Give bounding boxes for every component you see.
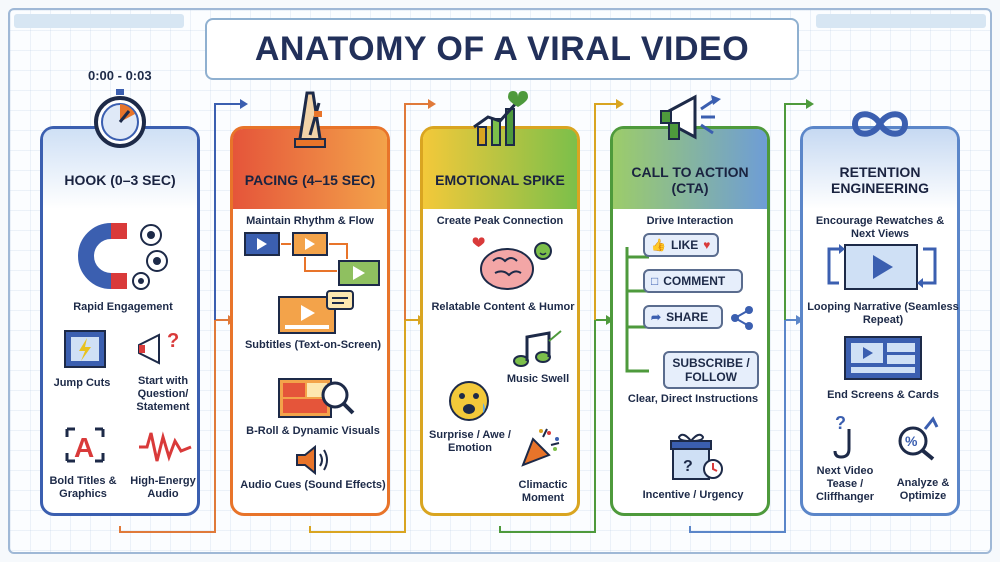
loop-video-icon <box>827 244 937 290</box>
incentive-urgency-label: Incentive / Urgency <box>642 489 744 501</box>
climactic-moment-label: Climactic Moment <box>518 479 568 504</box>
cta-tree-lines <box>625 247 649 373</box>
magnet-icon <box>78 223 168 290</box>
analyze-optimize-label: Analyze & Optimize <box>896 477 950 502</box>
subscribe-follow-label: SUBSCRIBE / FOLLOW <box>672 356 750 384</box>
decorative-bar-right <box>816 14 986 28</box>
pacing-subtitle: Maintain Rhythm & Flow <box>246 215 374 227</box>
brain-emoji-icon <box>472 237 552 290</box>
rapid-engagement-label: Rapid Engagement <box>73 301 173 313</box>
comment-label: COMMENT <box>663 274 726 288</box>
column-cta: CALL TO ACTION (CTA) Drive Interaction 👍… <box>610 94 770 516</box>
party-popper-icon <box>521 428 560 467</box>
emotional-heading: EMOTIONAL SPIKE <box>435 172 565 188</box>
subtitles-label: Subtitles (Text-on-Screen) <box>244 339 382 351</box>
flow-arrow-3 <box>499 319 606 533</box>
heart-icon: ♥ <box>703 238 711 252</box>
cta-heading: CALL TO ACTION (CTA) <box>631 164 749 196</box>
thumbs-up-icon: 👍 <box>651 238 666 252</box>
audio-wave-icon <box>139 431 192 462</box>
column-hook: HOOK (0–3 SEC) Rapid Engagement ? Jump C… <box>40 89 200 516</box>
flow-arrow-4 <box>689 319 796 533</box>
speaker-icon <box>296 444 328 476</box>
cta-header: CALL TO ACTION (CTA) <box>613 129 767 209</box>
hook-question-icon: ? <box>833 413 851 459</box>
subscribe-follow-button[interactable]: SUBSCRIBE / FOLLOW <box>663 351 759 389</box>
broll-label: B-Roll & Dynamic Visuals <box>246 425 380 437</box>
bold-title-icon: A <box>65 427 105 463</box>
relatable-content-label: Relatable Content & Humor <box>431 301 575 313</box>
hook-heading: HOOK (0–3 SEC) <box>64 172 176 188</box>
decorative-bar-left <box>14 14 184 28</box>
gift-timer-icon: ? <box>670 433 723 480</box>
share-button[interactable]: ➦ SHARE <box>643 305 723 329</box>
column-emotional: EMOTIONAL SPIKE Create Peak Connection R… <box>420 91 580 516</box>
high-energy-audio-label: High-Energy Audio <box>130 475 196 500</box>
analytics-magnifier-icon: % <box>898 416 939 461</box>
music-swell-label: Music Swell <box>506 373 570 385</box>
surprise-label: Surprise / Awe / Emotion <box>429 429 511 454</box>
jump-cuts-label: Jump Cuts <box>53 377 111 389</box>
question-statement-label: Start with Question/ Statement <box>136 375 190 413</box>
column-retention: RETENTION ENGINEERING Encourage Rewatche… <box>800 111 960 516</box>
end-screen-icon <box>844 336 922 380</box>
flow-arrow-2 <box>309 319 418 533</box>
pacing-heading: PACING (4–15 SEC) <box>244 172 376 188</box>
subtitles-icon <box>278 290 354 334</box>
megaphone-question-icon: ? <box>138 330 179 365</box>
infinity-loop-icon <box>851 111 909 137</box>
flow-arrow-1 <box>119 319 228 533</box>
clear-instructions-label: Clear, Direct Instructions <box>627 393 759 405</box>
music-note-icon <box>513 330 562 367</box>
like-button[interactable]: 👍 LIKE ♥ <box>643 233 719 257</box>
svg-text:%: % <box>905 433 918 449</box>
page-title: ANATOMY OF A VIRAL VIDEO <box>254 29 750 68</box>
cta-subtitle: Drive Interaction <box>646 215 734 227</box>
emotional-subtitle: Create Peak Connection <box>436 215 564 227</box>
end-screens-label: End Screens & Cards <box>827 389 939 401</box>
share-arrow-icon: ➦ <box>651 310 662 324</box>
svg-text:?: ? <box>835 413 846 433</box>
share-network-icon <box>731 306 753 330</box>
looping-narrative-label: Looping Narrative (Seamless Repeat) <box>807 301 959 326</box>
retention-subtitle: Encourage Rewatches & Next Views <box>815 215 945 240</box>
rising-chart-heart-icon <box>473 91 528 146</box>
megaphone-icon <box>660 94 721 140</box>
metronome-icon <box>294 91 326 148</box>
like-label: LIKE <box>670 238 699 252</box>
broll-magnifier-icon <box>278 378 355 418</box>
comment-button[interactable]: □ COMMENT <box>643 269 743 293</box>
stopwatch-icon <box>94 89 146 148</box>
next-video-tease-label: Next Video Tease / Cliffhanger <box>815 465 875 503</box>
svg-text:?: ? <box>683 458 693 475</box>
retention-heading: RETENTION ENGINEERING <box>830 164 929 196</box>
svg-text:?: ? <box>167 330 179 352</box>
bold-titles-label: Bold Titles & Graphics <box>49 475 117 500</box>
svg-text:A: A <box>74 432 94 463</box>
share-label: SHARE <box>666 310 709 324</box>
title-banner: ANATOMY OF A VIRAL VIDEO <box>205 18 799 80</box>
timestamp-label: 0:00 - 0:03 <box>88 68 152 83</box>
film-cut-icon <box>64 330 106 368</box>
retention-header: RETENTION ENGINEERING <box>803 129 957 209</box>
surprised-face-icon <box>449 381 489 421</box>
video-sequence-icon <box>244 232 380 286</box>
audio-cues-label: Audio Cues (Sound Effects) <box>240 479 386 491</box>
column-pacing: PACING (4–15 SEC) Maintain Rhythm & Flow… <box>230 91 390 516</box>
comment-bubble-icon: □ <box>651 274 659 288</box>
